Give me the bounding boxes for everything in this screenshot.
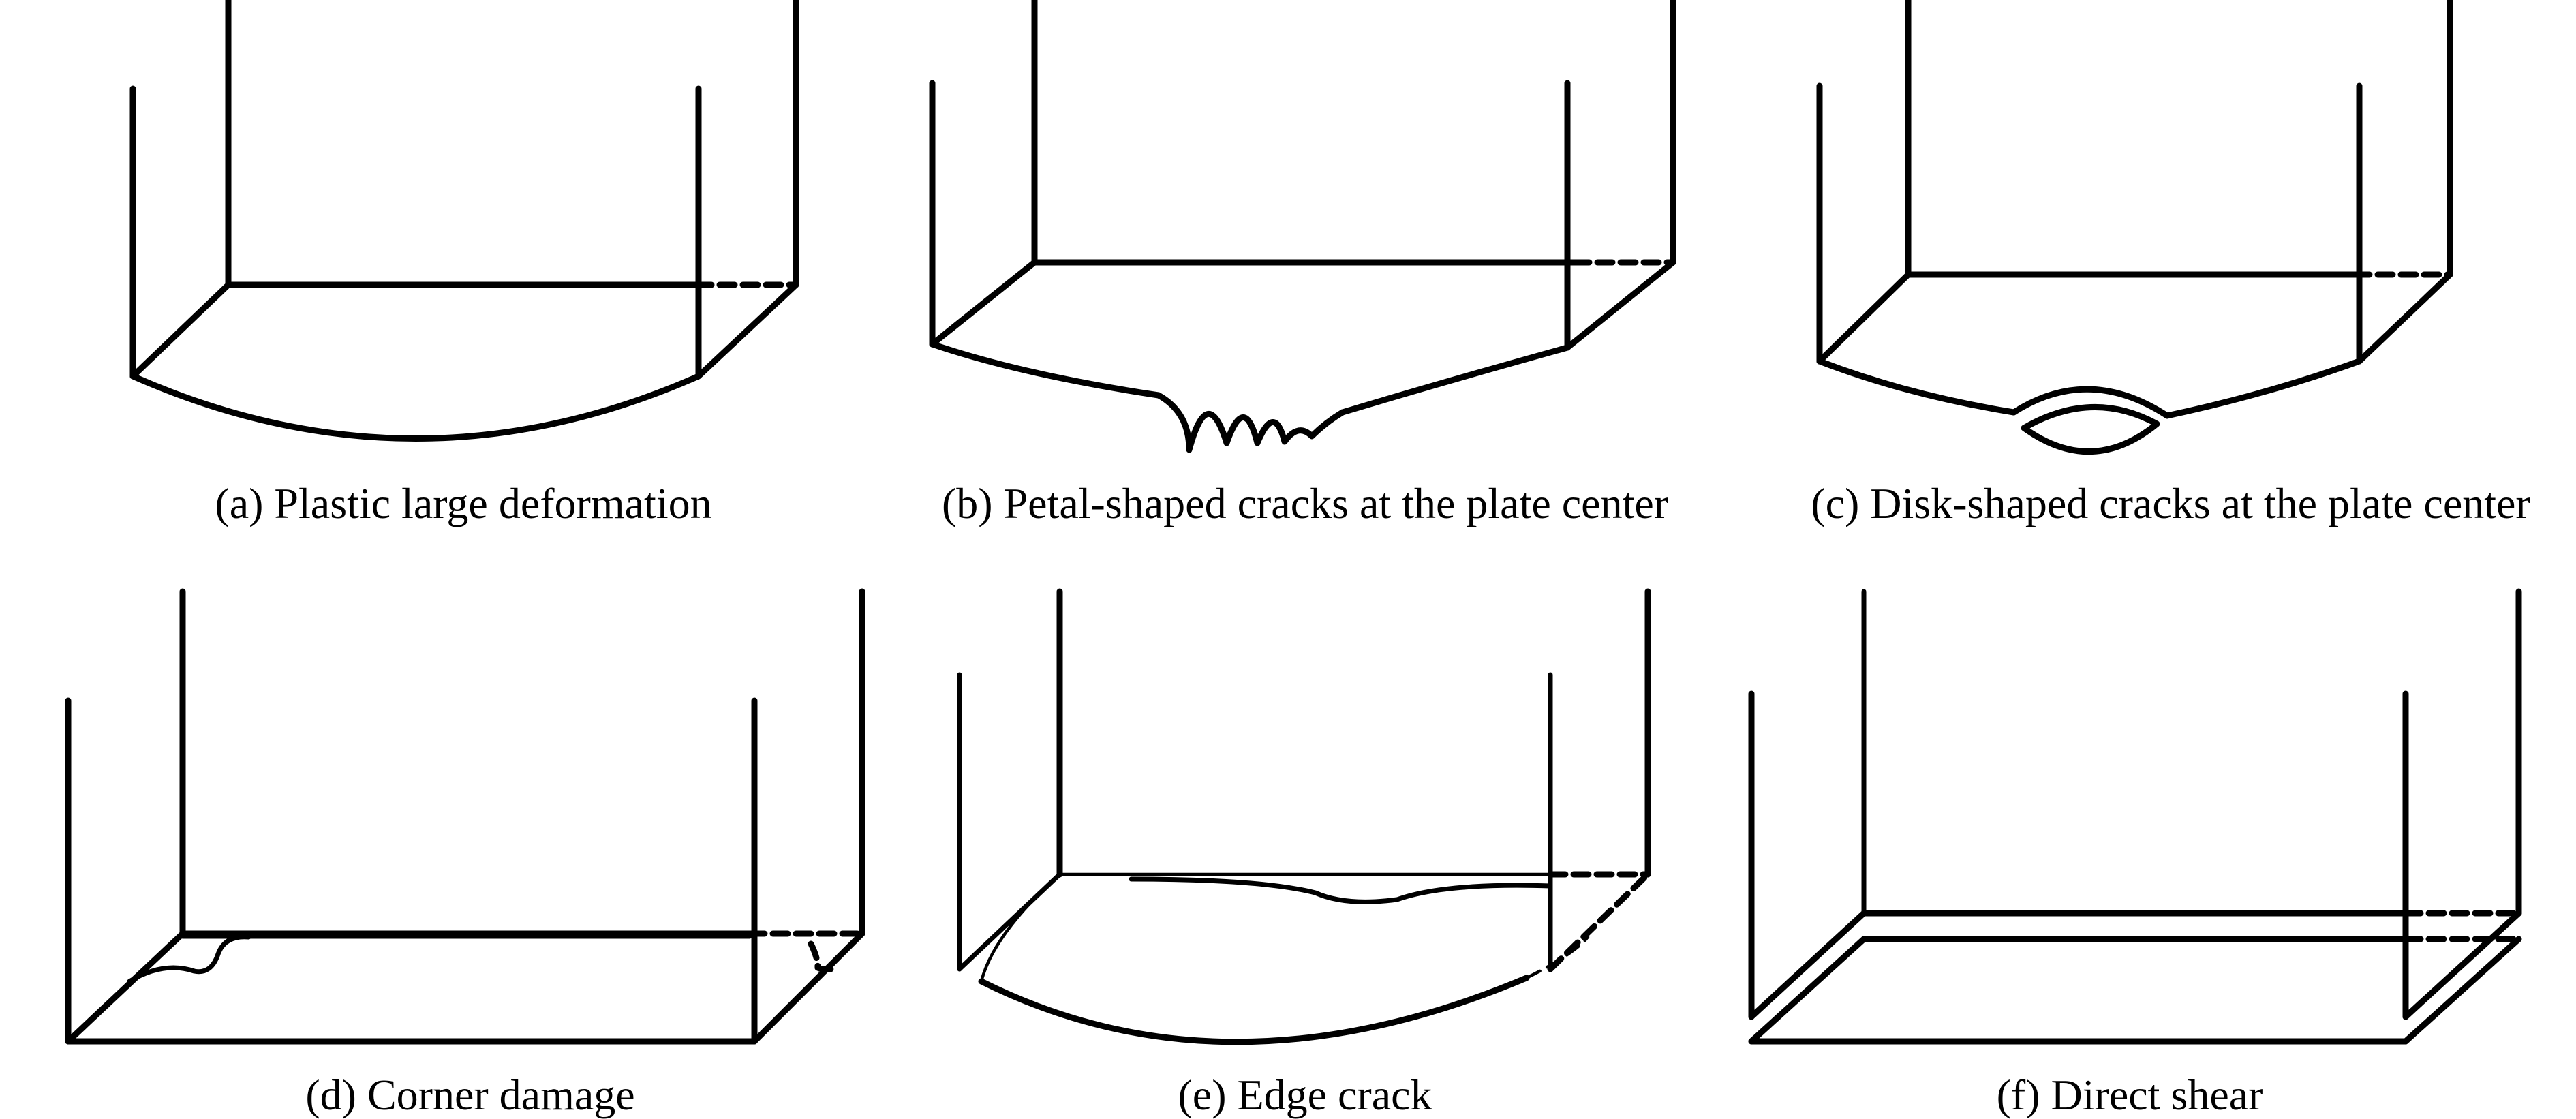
panel-b-petal-cracks-drawing bbox=[929, 0, 1676, 453]
caption-b: (b) Petal-shaped cracks at the plate cen… bbox=[942, 479, 1668, 527]
caption-d: (d) Corner damage bbox=[305, 1071, 634, 1119]
caption-f: (f) Direct shear bbox=[1997, 1071, 2263, 1119]
panel-f-direct-shear-drawing bbox=[1748, 588, 2522, 1045]
panel-a-plastic-deformation-drawing bbox=[129, 0, 799, 442]
panel-e-edge-crack-drawing bbox=[957, 588, 1651, 1045]
panel-d-corner-damage-drawing bbox=[65, 588, 865, 1045]
caption-c: (c) Disk-shaped cracks at the plate cent… bbox=[1811, 479, 2530, 527]
caption-a: (a) Plastic large deformation bbox=[215, 479, 711, 527]
caption-e: (e) Edge crack bbox=[1178, 1071, 1432, 1119]
panel-c-disk-cracks-drawing bbox=[1816, 0, 2453, 455]
